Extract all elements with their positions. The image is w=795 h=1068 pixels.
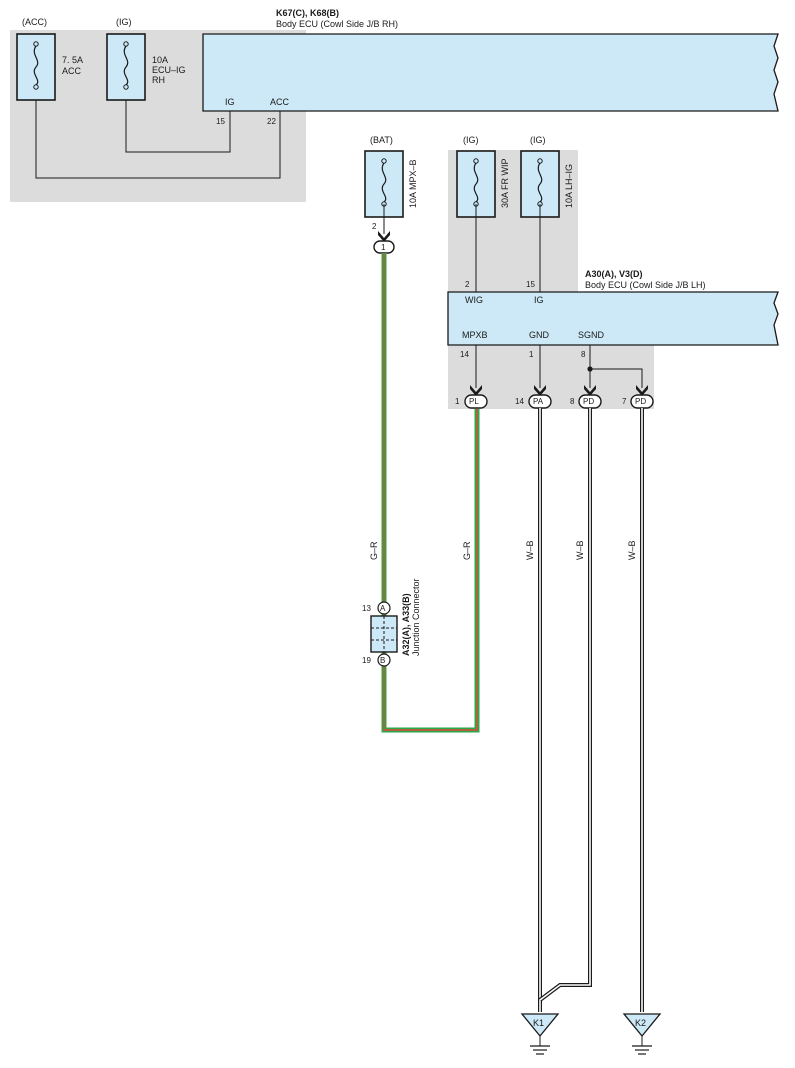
connector-pl-arrow: [470, 385, 482, 396]
wire-label-wb-pd7: W–B: [627, 540, 637, 560]
lh-ecu-pin-sgnd-name: SGND: [578, 330, 605, 340]
wire-label-gr-left: G–R: [369, 541, 379, 560]
fuse-lhig-label: 10A LH–IG: [564, 164, 574, 208]
junction-pin-a: A: [380, 604, 386, 613]
lh-ecu-box: [447, 291, 779, 346]
fuse-lhig-terminal-top: [537, 158, 543, 164]
wire-ig-to-ecu: [125, 88, 231, 153]
junction-pin-a-circle: [377, 601, 391, 615]
lh-ecu-pin-wig-num: 2: [465, 280, 470, 289]
connector-1-label: 1: [381, 243, 386, 252]
wire-label-gr-right: G–R: [462, 541, 472, 560]
fuse-bat-terminal-top: [381, 158, 387, 164]
junction-title: A32(A), A33(B): [401, 593, 411, 656]
connector-pa-arrow: [534, 385, 546, 396]
lh-ecu-pin-gnd-name: GND: [529, 330, 550, 340]
connector-pd8-code: PD: [583, 397, 594, 406]
wire-label-wb-pd8: W–B: [575, 540, 585, 560]
fuse-frwip-icon: [473, 162, 479, 203]
connector-pd8-arrow: [584, 385, 596, 396]
ground-k2-label: K2: [635, 1018, 646, 1028]
connector-pl-num: 1: [455, 397, 460, 406]
fuse-acc-terminal-top: [33, 41, 39, 47]
ground-k1-triangle: [520, 1013, 560, 1038]
connector-pa-code: PA: [533, 397, 544, 406]
ground-k2-triangle: [622, 1013, 662, 1038]
fuse-acc-label-rating: 7. 5A: [62, 55, 83, 65]
fuse-ig-label-rating: 10A: [152, 55, 168, 65]
junction-subtitle: Junction Connector: [411, 578, 421, 656]
fuse-bat-pin: 2: [372, 222, 377, 231]
fuse-bat-icon: [381, 162, 387, 203]
wire-acc-to-ecu: [35, 88, 281, 179]
connector-pl-code: PL: [469, 397, 479, 406]
lh-ecu-subtitle: Body ECU (Cowl Side J/B LH): [585, 280, 706, 290]
fuse-ig-icon: [123, 45, 129, 86]
top-ecu-pin-ig-name: IG: [225, 97, 235, 107]
junction-pin-b: B: [380, 656, 385, 665]
top-ecu-box: [202, 33, 779, 112]
fuse-ig-terminal-bottom: [123, 84, 129, 90]
fuse-ig-label-side: RH: [152, 75, 165, 85]
wire-gr-stripe: [383, 253, 478, 731]
lh-ecu-pin-mpxb-num: 14: [460, 350, 469, 359]
lh-ecu-pin-gnd-num: 1: [529, 350, 534, 359]
connector-pd7-num: 7: [622, 397, 627, 406]
lh-ecu-pin-ig-num: 15: [526, 280, 535, 289]
fuse-frwip-label: 30A FR WIP: [500, 158, 510, 208]
junction-pin-a-num: 13: [362, 604, 371, 613]
ground-k1-label: K1: [533, 1018, 544, 1028]
top-ecu-pin-ig-num: 15: [216, 117, 225, 126]
top-ecu-title: K67(C), K68(B): [276, 8, 339, 18]
connector-pa-num: 14: [515, 397, 524, 406]
lh-ecu-pin-sgnd-num: 8: [581, 350, 586, 359]
fuse-bat-source: (BAT): [370, 135, 393, 145]
lh-ecu-pin-wig-name: WIG: [465, 295, 483, 305]
connector-pd7-code: PD: [635, 397, 646, 406]
connector-bat-arrow: [378, 231, 390, 242]
connector-pl-oval: [464, 394, 488, 409]
top-ecu-subtitle: Body ECU (Cowl Side J/B RH): [276, 19, 398, 29]
fuse-frwip-terminal-top: [473, 158, 479, 164]
stub-sgnd-branch: [590, 368, 643, 388]
splice-point: [587, 366, 593, 372]
top-ecu-pin-acc-num: 22: [267, 117, 276, 126]
wire-wb-pd8-inner: [539, 408, 591, 1001]
fuse-acc-terminal-bottom: [33, 84, 39, 90]
fuse-ig-source: (IG): [116, 17, 132, 27]
fuse-lhig-icon: [537, 162, 543, 203]
fuse-ig-terminal-top: [123, 41, 129, 47]
fuse-acc-icon: [33, 45, 39, 86]
fuse-frwip-source: (IG): [463, 135, 479, 145]
lh-ecu-title: A30(A), V3(D): [585, 269, 643, 279]
connector-pd8-num: 8: [570, 397, 575, 406]
junction-pin-b-num: 19: [362, 656, 371, 665]
wire-label-wb-pa: W–B: [525, 540, 535, 560]
lh-ecu-pin-ig-name: IG: [534, 295, 544, 305]
top-ecu-pin-acc-name: ACC: [270, 97, 290, 107]
lh-ecu-pin-mpxb-name: MPXB: [462, 330, 488, 340]
fuse-ig-label-name: ECU–IG: [152, 65, 186, 75]
fuse-lhig-source: (IG): [530, 135, 546, 145]
connector-pd7-arrow: [636, 385, 648, 396]
wire-wb-pd8-outer: [538, 408, 592, 1002]
fuse-bat-label: 10A MPX–B: [408, 159, 418, 208]
fuse-acc-source: (ACC): [22, 17, 47, 27]
fuse-acc-label-name: ACC: [62, 66, 82, 76]
junction-pin-b-circle: [377, 653, 391, 667]
